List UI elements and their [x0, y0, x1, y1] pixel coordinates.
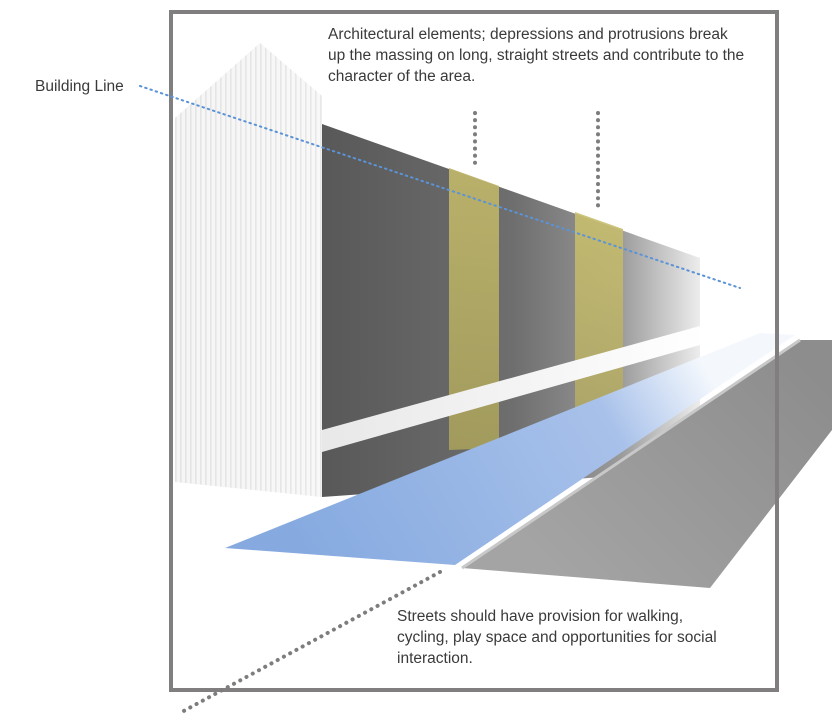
diagram-frame	[169, 10, 779, 692]
facade-band	[322, 326, 700, 452]
building-line-marker	[139, 85, 741, 289]
building-gable-shade	[175, 43, 322, 497]
carriageway-kerb	[461, 338, 801, 570]
protrusion-strip-1	[449, 168, 499, 450]
building-line-label: Building Line	[35, 78, 124, 95]
leader-line-streets	[178, 570, 442, 715]
footway	[225, 333, 795, 565]
carriageway	[462, 340, 832, 588]
protrusion-strip-2	[575, 212, 623, 413]
architectural-elements-note: Architectural elements; depressions and …	[328, 26, 745, 85]
streets-note: Streets should have provision for walkin…	[397, 608, 717, 667]
